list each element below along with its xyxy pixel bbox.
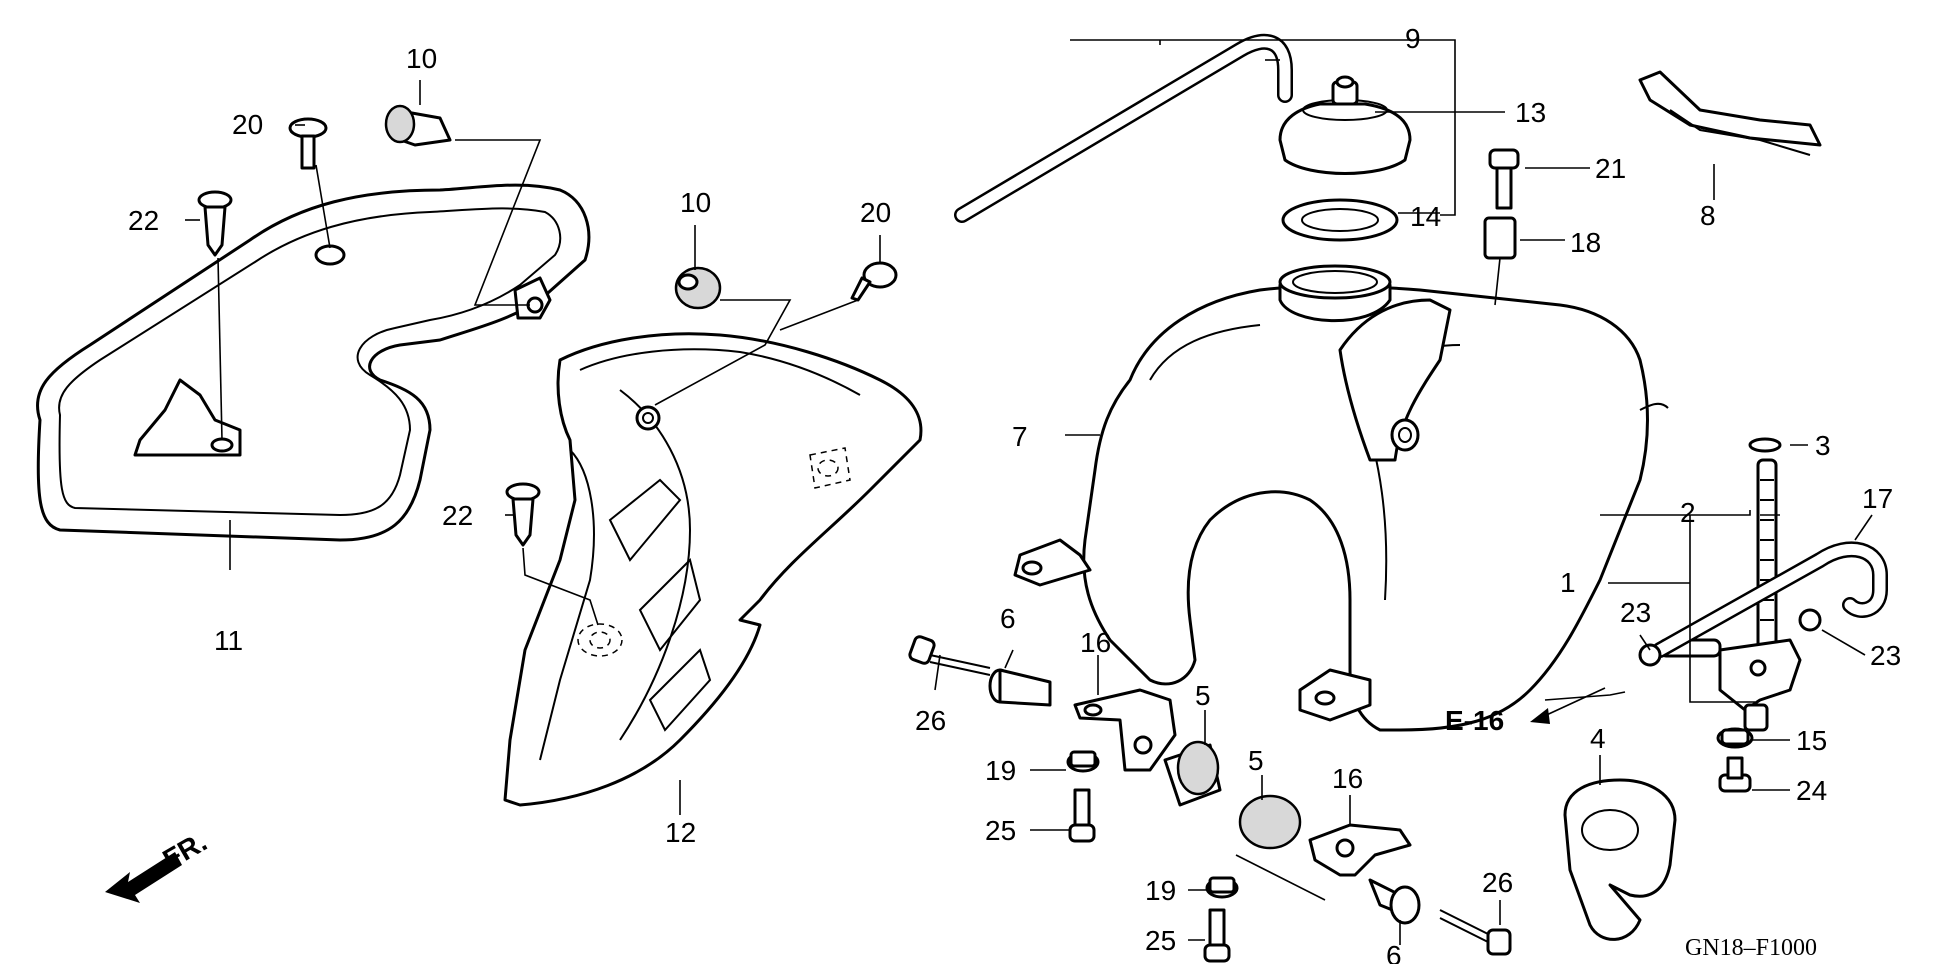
callout-2: 2: [1680, 497, 1696, 528]
strap-part-8: [1638, 70, 1822, 156]
protector-part-4: [1563, 778, 1677, 941]
callout-7: 7: [1012, 421, 1028, 452]
nut-part-19-right: [1205, 876, 1239, 899]
callout-21: 21: [1595, 153, 1626, 184]
bracket-part-16-right: [1308, 823, 1412, 877]
callout-26-left: 26: [915, 705, 946, 736]
callout-6-right: 6: [1386, 940, 1402, 964]
rubber-part-5-right: [1238, 794, 1302, 850]
callout-labels: 10 20 22 11 10 20 22 12 9 13 14 21 18 8 …: [128, 23, 1901, 969]
callout-24: 24: [1796, 775, 1827, 806]
collar-part-18: [1483, 216, 1517, 260]
rubber-part-5-left: [1163, 740, 1222, 807]
hose-clip-part-23-right: [1798, 608, 1822, 632]
bolt-part-24: [1718, 756, 1752, 793]
bolt-part-25-left: [1068, 788, 1096, 843]
bolt-part-26-left: [908, 635, 991, 676]
collar-part-6-left: [988, 668, 1052, 707]
callout-13: 13: [1515, 97, 1546, 128]
front-direction-arrow: FR.: [105, 826, 212, 903]
callout-26-right: 26: [1482, 867, 1513, 898]
callout-18: 18: [1570, 227, 1601, 258]
bolt-part-25-right: [1203, 908, 1231, 963]
callout-14: 14: [1410, 201, 1441, 232]
drawing-code: GN18–F1000: [1685, 935, 1817, 961]
callout-6-left: 6: [1000, 603, 1016, 634]
callout-23-left: 23: [1620, 597, 1651, 628]
callout-22-lower: 22: [442, 500, 473, 531]
clip-part-22-upper: [197, 190, 233, 257]
reference-e16-label: E-16: [1445, 705, 1504, 736]
leader-lines: [185, 39, 1873, 945]
callout-9: 9: [1405, 23, 1421, 54]
callout-25-right: 25: [1145, 925, 1176, 956]
callout-16-left: 16: [1080, 627, 1111, 658]
nut-part-19-left: [1066, 750, 1100, 773]
hose-clip-part-23-left: [1638, 643, 1662, 667]
callout-1: 1: [1560, 567, 1576, 598]
callout-19-right: 19: [1145, 875, 1176, 906]
fuel-valve-part-2: [1658, 458, 1802, 732]
callout-5-right: 5: [1248, 745, 1264, 776]
callout-20-right: 20: [860, 197, 891, 228]
fuel-tank-part-7: [1013, 264, 1669, 732]
callout-20-left: 20: [232, 109, 263, 140]
grommet-part-10-right: [674, 266, 722, 310]
callout-5-left: 5: [1195, 680, 1211, 711]
bolt-part-26-right: [1439, 909, 1512, 956]
nut-part-15: [1716, 727, 1754, 749]
bolt-part-21: [1488, 148, 1520, 210]
callout-22-upper: 22: [128, 205, 159, 236]
callout-16-right: 16: [1332, 763, 1363, 794]
callout-11: 11: [214, 625, 243, 656]
grommet-part-10-left: [384, 104, 452, 147]
collar-part-6-right: [1368, 878, 1421, 925]
right-shroud-part-12: [503, 332, 923, 807]
callout-17: 17: [1862, 483, 1893, 514]
fuel-cap-part-13: [1278, 75, 1412, 175]
screw-part-20-left: [288, 117, 328, 170]
reference-e16: E-16: [1445, 687, 1606, 736]
callout-10-left: 10: [406, 43, 437, 74]
washer-part-3: [1748, 437, 1782, 453]
fuel-hose-part-17: [1652, 541, 1888, 658]
breather-hose-part-9: [954, 33, 1293, 223]
callout-4: 4: [1590, 723, 1606, 754]
callout-10-right: 10: [680, 187, 711, 218]
callout-23-right: 23: [1870, 640, 1901, 671]
callout-8: 8: [1700, 200, 1716, 231]
callout-19-left: 19: [985, 755, 1016, 786]
clip-part-22-lower: [505, 482, 541, 547]
callout-25-left: 25: [985, 815, 1016, 846]
callout-15: 15: [1796, 725, 1827, 756]
left-shroud-part-11: [35, 183, 591, 542]
callout-12: 12: [665, 817, 696, 848]
callout-3: 3: [1815, 430, 1831, 461]
gasket-part-14: [1281, 198, 1399, 242]
bracket-part-16-left: [1073, 688, 1177, 772]
screw-part-20-right: [850, 261, 898, 302]
